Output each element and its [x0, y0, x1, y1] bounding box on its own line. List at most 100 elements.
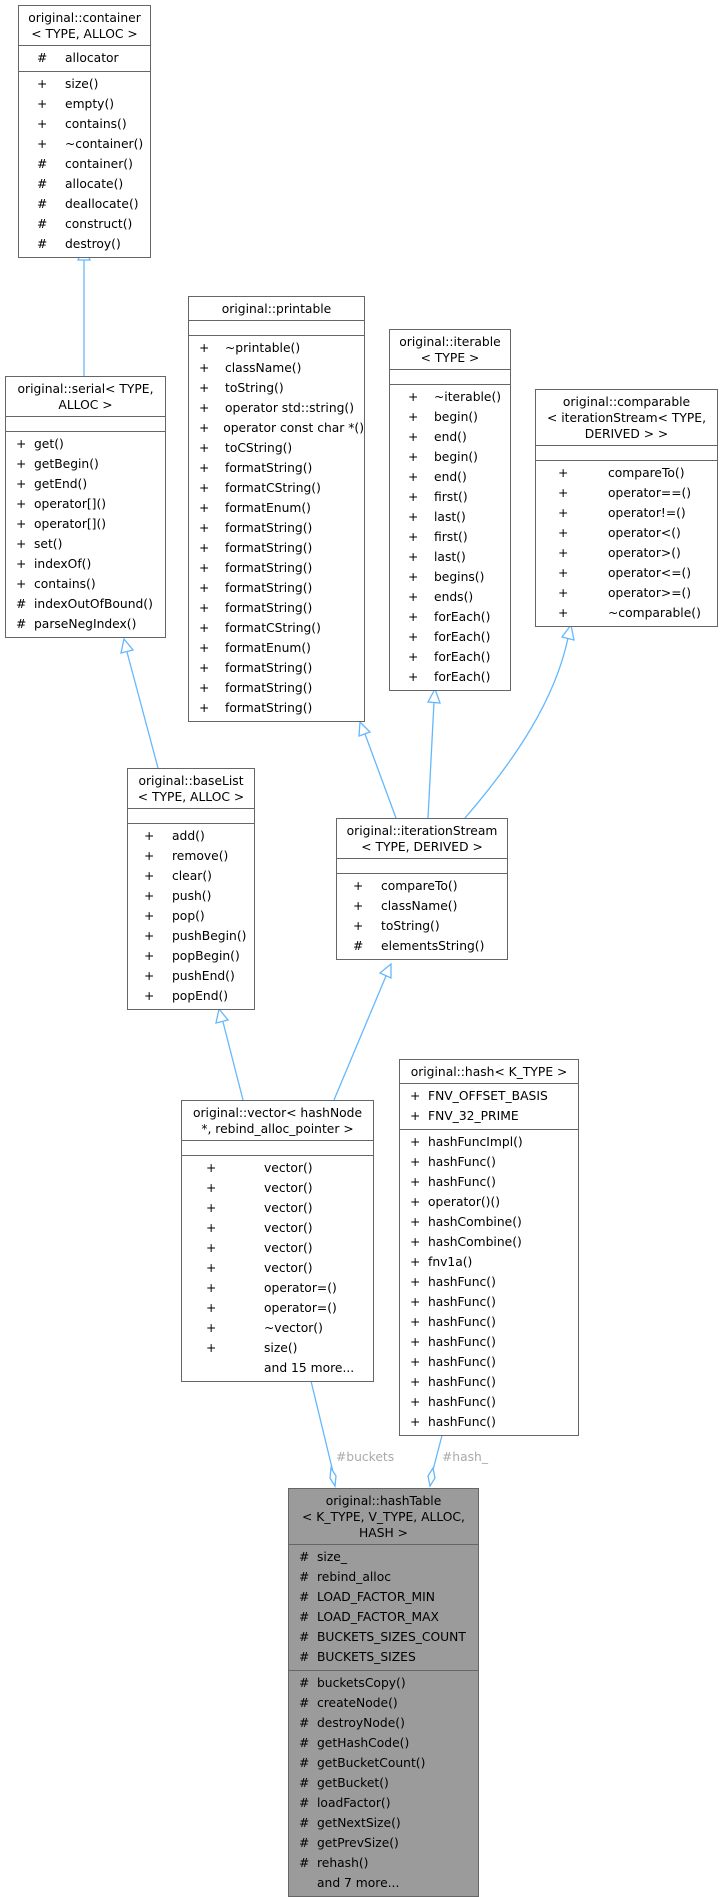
- attribute-row[interactable]: +FNV_OFFSET_BASIS: [400, 1086, 578, 1106]
- method-row[interactable]: +pop(): [128, 906, 254, 926]
- method-row[interactable]: +get(): [6, 434, 165, 454]
- method-row[interactable]: +pushEnd(): [128, 966, 254, 986]
- method-row[interactable]: +formatString(): [189, 458, 364, 478]
- method-row[interactable]: +hashFunc(): [400, 1332, 578, 1352]
- attribute-row[interactable]: #BUCKETS_SIZES_COUNT: [289, 1627, 478, 1647]
- method-row[interactable]: +operator==(): [536, 483, 717, 503]
- method-row[interactable]: +formatString(): [189, 578, 364, 598]
- method-row[interactable]: +hashFunc(): [400, 1352, 578, 1372]
- method-row[interactable]: +formatString(): [189, 598, 364, 618]
- method-row[interactable]: +toCString(): [189, 438, 364, 458]
- method-row[interactable]: +set(): [6, 534, 165, 554]
- method-row[interactable]: +operator<(): [536, 523, 717, 543]
- method-row[interactable]: #elementsString(): [337, 936, 507, 956]
- method-row[interactable]: +hashFunc(): [400, 1372, 578, 1392]
- class-iterable[interactable]: original::iterable< TYPE >+~iterable()+b…: [389, 329, 511, 691]
- method-row[interactable]: +compareTo(): [337, 876, 507, 896]
- method-row[interactable]: +formatEnum(): [189, 638, 364, 658]
- class-printable[interactable]: original::printable+~printable()+classNa…: [188, 296, 365, 722]
- method-row[interactable]: +formatString(): [189, 538, 364, 558]
- method-row[interactable]: +forEach(): [390, 607, 510, 627]
- method-row[interactable]: +first(): [390, 487, 510, 507]
- method-row[interactable]: +getBegin(): [6, 454, 165, 474]
- method-row[interactable]: +vector(): [182, 1238, 373, 1258]
- class-vector[interactable]: original::vector< hashNode*, rebind_allo…: [181, 1100, 374, 1382]
- method-row[interactable]: +formatCString(): [189, 478, 364, 498]
- method-row[interactable]: +formatString(): [189, 678, 364, 698]
- method-row[interactable]: +hashFunc(): [400, 1412, 578, 1432]
- class-serial[interactable]: original::serial< TYPE,ALLOC >+get()+get…: [5, 376, 166, 638]
- method-row[interactable]: +vector(): [182, 1218, 373, 1238]
- attribute-row[interactable]: #rebind_alloc: [289, 1567, 478, 1587]
- method-row[interactable]: +hashCombine(): [400, 1232, 578, 1252]
- method-row[interactable]: #getBucket(): [289, 1773, 478, 1793]
- attribute-row[interactable]: #LOAD_FACTOR_MAX: [289, 1607, 478, 1627]
- method-row[interactable]: +operator>=(): [536, 583, 717, 603]
- method-row[interactable]: +className(): [337, 896, 507, 916]
- method-row[interactable]: +begins(): [390, 567, 510, 587]
- method-row[interactable]: +operator!=(): [536, 503, 717, 523]
- method-row[interactable]: +popEnd(): [128, 986, 254, 1006]
- method-row[interactable]: +contains(): [19, 114, 150, 134]
- method-row[interactable]: +className(): [189, 358, 364, 378]
- method-row[interactable]: +compareTo(): [536, 463, 717, 483]
- method-row[interactable]: +operator[](): [6, 494, 165, 514]
- method-row[interactable]: #construct(): [19, 214, 150, 234]
- method-row[interactable]: +last(): [390, 547, 510, 567]
- method-row[interactable]: #rehash(): [289, 1853, 478, 1873]
- method-row[interactable]: +vector(): [182, 1178, 373, 1198]
- method-row[interactable]: +hashFunc(): [400, 1152, 578, 1172]
- method-row[interactable]: #deallocate(): [19, 194, 150, 214]
- method-row[interactable]: +size(): [19, 74, 150, 94]
- method-row[interactable]: #bucketsCopy(): [289, 1673, 478, 1693]
- method-row[interactable]: +operator const char *(): [189, 418, 364, 438]
- attribute-row[interactable]: #allocator: [19, 48, 150, 68]
- method-row[interactable]: +hashFunc(): [400, 1172, 578, 1192]
- method-row[interactable]: +toString(): [189, 378, 364, 398]
- method-row[interactable]: +end(): [390, 427, 510, 447]
- method-row[interactable]: +~container(): [19, 134, 150, 154]
- class-comparable[interactable]: original::comparable< iterationStream< T…: [535, 389, 718, 627]
- method-row[interactable]: +begin(): [390, 447, 510, 467]
- method-row[interactable]: +forEach(): [390, 667, 510, 687]
- method-row[interactable]: +last(): [390, 507, 510, 527]
- method-row[interactable]: #destroy(): [19, 234, 150, 254]
- method-row[interactable]: #getNextSize(): [289, 1813, 478, 1833]
- method-row[interactable]: and 15 more...: [182, 1358, 373, 1378]
- method-row[interactable]: +operator>(): [536, 543, 717, 563]
- method-row[interactable]: +popBegin(): [128, 946, 254, 966]
- method-row[interactable]: +hashFunc(): [400, 1292, 578, 1312]
- class-hash[interactable]: original::hash< K_TYPE >+FNV_OFFSET_BASI…: [399, 1059, 579, 1436]
- method-row[interactable]: +operator=(): [182, 1278, 373, 1298]
- method-row[interactable]: +fnv1a(): [400, 1252, 578, 1272]
- attribute-row[interactable]: #size_: [289, 1547, 478, 1567]
- method-row[interactable]: and 7 more...: [289, 1873, 478, 1893]
- method-row[interactable]: +empty(): [19, 94, 150, 114]
- method-row[interactable]: +forEach(): [390, 627, 510, 647]
- method-row[interactable]: #allocate(): [19, 174, 150, 194]
- method-row[interactable]: +formatCString(): [189, 618, 364, 638]
- method-row[interactable]: +first(): [390, 527, 510, 547]
- class-container[interactable]: original::container< TYPE, ALLOC >#alloc…: [18, 5, 151, 258]
- method-row[interactable]: #loadFactor(): [289, 1793, 478, 1813]
- method-row[interactable]: +getEnd(): [6, 474, 165, 494]
- method-row[interactable]: +push(): [128, 886, 254, 906]
- method-row[interactable]: +operator<=(): [536, 563, 717, 583]
- method-row[interactable]: +pushBegin(): [128, 926, 254, 946]
- class-hashtable[interactable]: original::hashTable< K_TYPE, V_TYPE, ALL…: [288, 1488, 479, 1897]
- attribute-row[interactable]: #BUCKETS_SIZES: [289, 1647, 478, 1667]
- method-row[interactable]: +formatString(): [189, 658, 364, 678]
- method-row[interactable]: +~vector(): [182, 1318, 373, 1338]
- method-row[interactable]: +~iterable(): [390, 387, 510, 407]
- method-row[interactable]: +vector(): [182, 1158, 373, 1178]
- method-row[interactable]: +~printable(): [189, 338, 364, 358]
- method-row[interactable]: +end(): [390, 467, 510, 487]
- method-row[interactable]: +operator=(): [182, 1298, 373, 1318]
- method-row[interactable]: +formatEnum(): [189, 498, 364, 518]
- method-row[interactable]: +formatString(): [189, 558, 364, 578]
- method-row[interactable]: #indexOutOfBound(): [6, 594, 165, 614]
- method-row[interactable]: #getPrevSize(): [289, 1833, 478, 1853]
- method-row[interactable]: #parseNegIndex(): [6, 614, 165, 634]
- method-row[interactable]: +contains(): [6, 574, 165, 594]
- method-row[interactable]: +operator[](): [6, 514, 165, 534]
